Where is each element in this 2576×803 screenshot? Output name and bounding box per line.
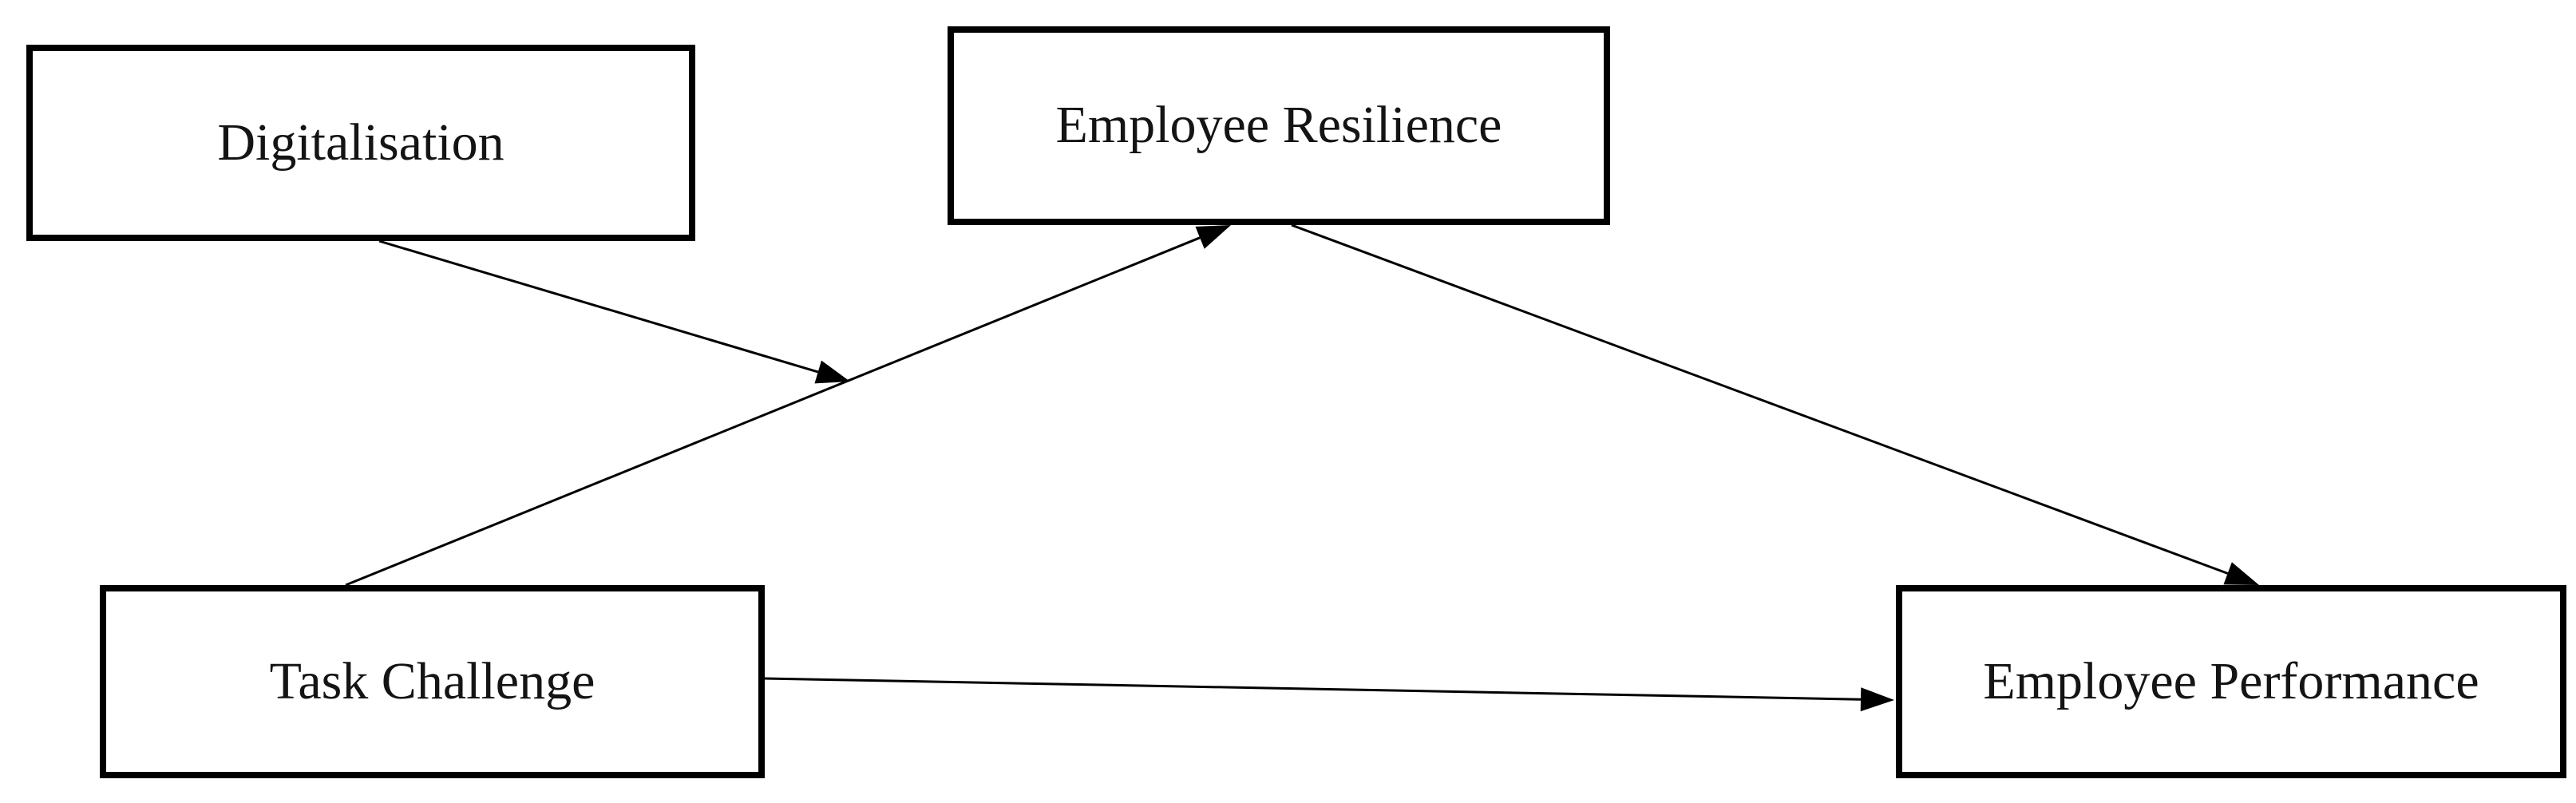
node-employee-performance-label: Employee Performance bbox=[1983, 651, 2479, 710]
node-task-challenge-label: Task Challenge bbox=[269, 651, 596, 710]
node-digitalisation: Digitalisation bbox=[26, 45, 695, 241]
arrowhead-employee-resilience-to-employee-performance bbox=[2223, 562, 2259, 585]
edge-employee-resilience-to-employee-performance bbox=[1291, 223, 2229, 575]
arrowhead-digitalisation-to-mediation-line bbox=[814, 360, 850, 384]
node-digitalisation-label: Digitalisation bbox=[217, 113, 505, 172]
edge-task-challenge-to-employee-performance bbox=[764, 677, 1862, 701]
node-task-challenge: Task Challenge bbox=[100, 585, 765, 778]
arrowhead-task-challenge-to-employee-performance bbox=[1860, 687, 1894, 712]
node-employee-resilience-label: Employee Resilience bbox=[1055, 96, 1502, 155]
edge-digitalisation-to-mediation-line bbox=[378, 239, 819, 374]
node-employee-performance: Employee Performance bbox=[1896, 585, 2566, 778]
node-employee-resilience: Employee Resilience bbox=[948, 26, 1610, 225]
arrowhead-task-challenge-to-employee-resilience bbox=[1195, 225, 1231, 249]
edge-task-challenge-to-employee-resilience bbox=[345, 236, 1201, 587]
